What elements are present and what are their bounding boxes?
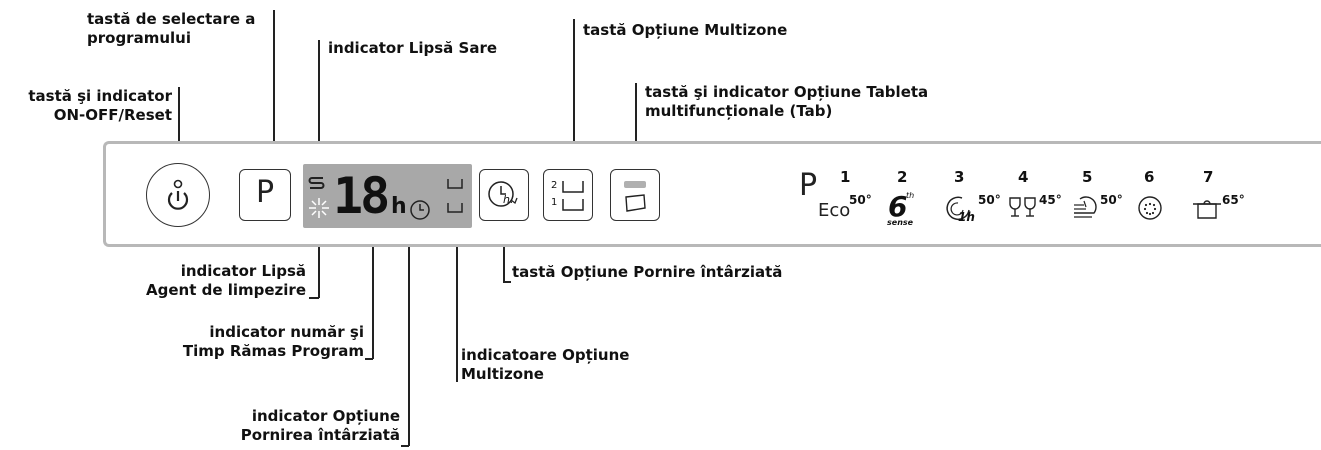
salt-icon — [308, 177, 325, 189]
program-4-temp: 45° — [1039, 193, 1062, 207]
display: 18 h — [303, 164, 472, 228]
programs-prefix: P — [799, 168, 818, 203]
leader-rinse-h — [309, 297, 319, 299]
label-multizone-key: tastă Opțiune Multizone — [583, 21, 788, 39]
program-7-temp: 65° — [1222, 193, 1245, 207]
leader-number-time-h — [365, 358, 373, 360]
pot-icon — [1193, 200, 1221, 219]
power-icon — [167, 179, 189, 210]
multizone-indicator-upper — [447, 179, 463, 189]
zone-upper-number: 2 — [551, 180, 558, 191]
leader-program-key — [273, 10, 275, 167]
leader-delay-ind — [408, 226, 410, 446]
multizone-indicator-lower — [447, 203, 463, 213]
program-2-sup: th — [906, 191, 915, 200]
program-2-label: 6 — [888, 190, 908, 223]
leader-multizone-ind — [456, 212, 458, 382]
leader-tab — [635, 83, 637, 162]
leader-salt — [318, 40, 320, 168]
label-delay-key: tastă Opțiune Pornire întârziată — [512, 263, 783, 281]
clock-delay-icon — [488, 181, 518, 207]
program-3-label: 1h — [958, 210, 975, 224]
leader-number-time — [372, 226, 374, 359]
rinse-aid-icon — [309, 198, 329, 218]
plates-icon — [1074, 196, 1097, 218]
one-hour-icon — [946, 196, 970, 221]
glasses-icon — [1009, 197, 1036, 217]
tablet-icon — [625, 194, 646, 212]
program-1-label: Eco — [818, 200, 851, 221]
program-select-label: P — [255, 175, 275, 210]
program-select-button[interactable]: P — [239, 169, 291, 221]
program-5-temp: 50° — [1100, 193, 1123, 207]
delay-start-button[interactable]: h. — [479, 169, 529, 221]
program-5-number: 5 — [1082, 168, 1093, 186]
program-2-number: 2 — [897, 168, 908, 186]
program-2-sub: sense — [887, 218, 914, 227]
program-3-number: 3 — [954, 168, 965, 186]
leader-delay-key — [503, 228, 505, 282]
program-4-number: 4 — [1018, 168, 1029, 186]
program-6-number: 6 — [1144, 168, 1155, 186]
prewash-icon — [1138, 196, 1162, 220]
leader-delay-key-h — [503, 281, 511, 283]
program-1-number: 1 — [840, 168, 851, 186]
leader-rinse — [318, 212, 320, 298]
program-7-number: 7 — [1203, 168, 1214, 186]
basket-upper-icon — [562, 181, 584, 193]
delay-indicator-icon — [410, 200, 430, 220]
tab-button[interactable] — [610, 169, 660, 221]
basket-lower-icon — [562, 199, 584, 211]
delay-button-text: h. — [503, 193, 514, 206]
program-1-temp: 50° — [849, 193, 872, 207]
leader-on-off — [178, 87, 180, 153]
display-digits: 18 — [333, 167, 390, 225]
program-3-temp: 50° — [978, 193, 1001, 207]
multizone-button[interactable]: 2 1 — [543, 169, 593, 221]
label-salt: indicator Lipsă Sare — [328, 39, 498, 57]
leader-delay-ind-h — [401, 445, 409, 447]
leader-multizone-key — [573, 19, 575, 161]
tab-led — [624, 181, 646, 188]
zone-lower-number: 1 — [551, 197, 558, 208]
on-off-button[interactable] — [146, 163, 210, 227]
display-unit: h — [391, 194, 407, 219]
